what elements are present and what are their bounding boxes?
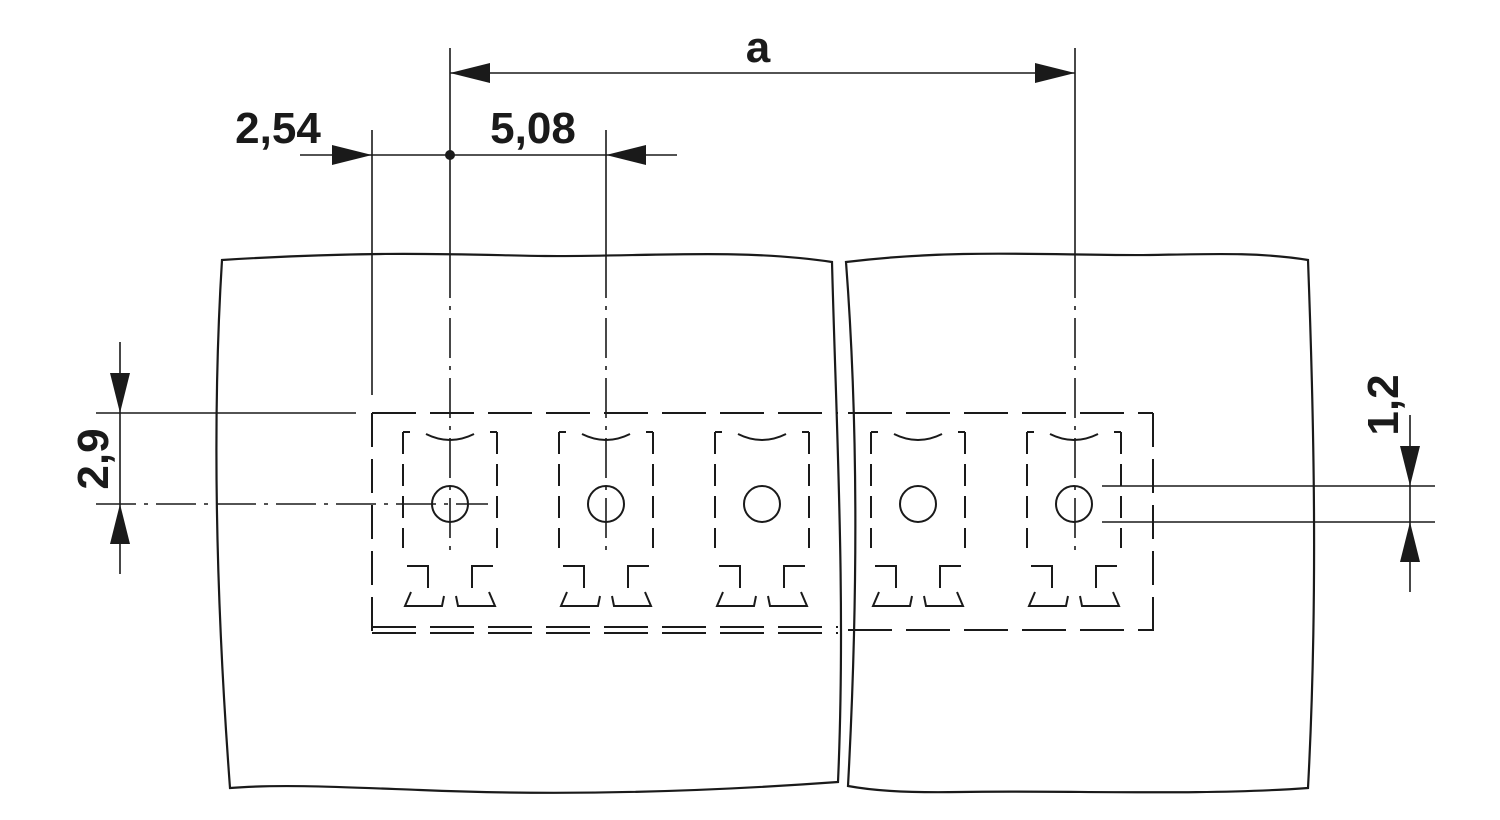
pin-latch-foot	[403, 591, 445, 607]
dimension-offset-label: 2,54	[235, 104, 321, 153]
dimension-spacing-label: 5,08	[490, 104, 576, 153]
extension-lines	[96, 48, 1435, 555]
pin-cell-arc	[1049, 433, 1099, 441]
pin-latch-foot	[455, 591, 497, 607]
pin-latch-foot	[1079, 591, 1121, 607]
pin-latch	[407, 565, 429, 588]
pin-latch-foot	[1027, 591, 1069, 607]
pin-latch	[719, 565, 741, 588]
connector-footprint	[371, 412, 1154, 634]
dimension-origin-dot	[445, 150, 455, 160]
dimension-diameter-label: 1,2	[1359, 374, 1408, 435]
dimension-a-label: a	[746, 23, 771, 72]
pin-latch-foot	[923, 591, 965, 607]
pin-latch-foot	[767, 591, 809, 607]
dimension-diameter: 1,2	[1359, 374, 1420, 592]
pin-latch-foot	[611, 591, 653, 607]
pin-hole	[1055, 485, 1093, 523]
pin-latch	[1031, 565, 1053, 588]
pin-latch-foot	[871, 591, 913, 607]
pin-latch	[1095, 565, 1117, 588]
pcb-outline-right	[844, 252, 1316, 794]
pin-hole	[899, 485, 937, 523]
pin-latch	[471, 565, 493, 588]
pin-cell-arc	[893, 433, 943, 441]
pin-latch	[627, 565, 649, 588]
dimension-offset-spacing: 2,54 5,08	[235, 104, 677, 165]
pin-latch-foot	[559, 591, 601, 607]
pin-hole	[743, 485, 781, 523]
pin-latch	[563, 565, 585, 588]
pin-latch	[783, 565, 805, 588]
pin-latch	[939, 565, 961, 588]
dimension-a: a	[450, 23, 1075, 83]
pin-cell-arc	[737, 433, 787, 441]
pin-cells	[402, 431, 1122, 607]
dimension-height: 2,9	[69, 342, 130, 574]
dimension-height-label: 2,9	[69, 428, 118, 489]
pcb-outline-left	[215, 252, 843, 794]
pin-latch	[875, 565, 897, 588]
pin-latch-foot	[715, 591, 757, 607]
